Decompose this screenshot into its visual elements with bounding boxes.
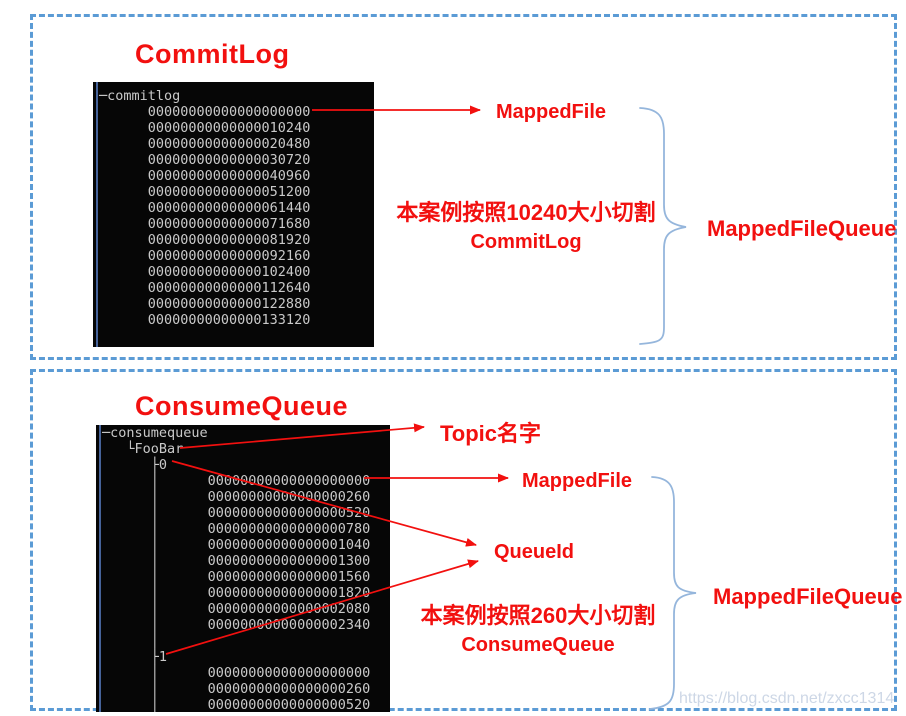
watermark: https://blog.csdn.net/zxcc1314 bbox=[679, 690, 895, 707]
mappedfilequeue-label: MappedFileQueue bbox=[707, 216, 897, 241]
consumequeue-terminal-text: ─consumequeue └FooBar ├0 │ 0000000000000… bbox=[102, 425, 371, 712]
terminal-window-edge-icon bbox=[96, 82, 98, 347]
consumequeue-title: ConsumeQueue bbox=[135, 391, 349, 421]
split-note-commitlog-line1: 本案例按照10240大小切割 bbox=[396, 200, 656, 225]
consumequeue-panel: ConsumeQueue ─consumequeue └FooBar ├0 │ … bbox=[30, 369, 902, 712]
mappedfilequeue-label: MappedFileQueue bbox=[713, 584, 903, 609]
consumequeue-terminal: ─consumequeue └FooBar ├0 │ 0000000000000… bbox=[96, 425, 390, 712]
split-note-commitlog-line2: CommitLog bbox=[470, 231, 582, 253]
commitlog-terminal-text: ─commitlog 00000000000000000000 00000000… bbox=[99, 88, 311, 328]
split-note-consumequeue-line2: ConsumeQueue bbox=[461, 634, 615, 656]
commitlog-panel: CommitLog ─commitlog 0000000000000000000… bbox=[30, 14, 897, 360]
mappedfile-label: MappedFile bbox=[496, 101, 607, 123]
queueid-label: QueueId bbox=[494, 541, 575, 563]
mappedfile-label: MappedFile bbox=[522, 470, 633, 492]
split-note-commitlog: 本案例按照10240大小切割 CommitLog bbox=[376, 200, 676, 253]
topic-name-label: Topic名字 bbox=[440, 421, 542, 446]
split-note-consumequeue: 本案例按照260大小切割 ConsumeQueue bbox=[398, 603, 678, 656]
commitlog-title: CommitLog bbox=[135, 39, 290, 69]
split-note-consumequeue-line1: 本案例按照260大小切割 bbox=[420, 603, 656, 628]
terminal-window-edge-icon bbox=[99, 425, 101, 712]
commitlog-terminal: ─commitlog 00000000000000000000 00000000… bbox=[93, 82, 374, 347]
